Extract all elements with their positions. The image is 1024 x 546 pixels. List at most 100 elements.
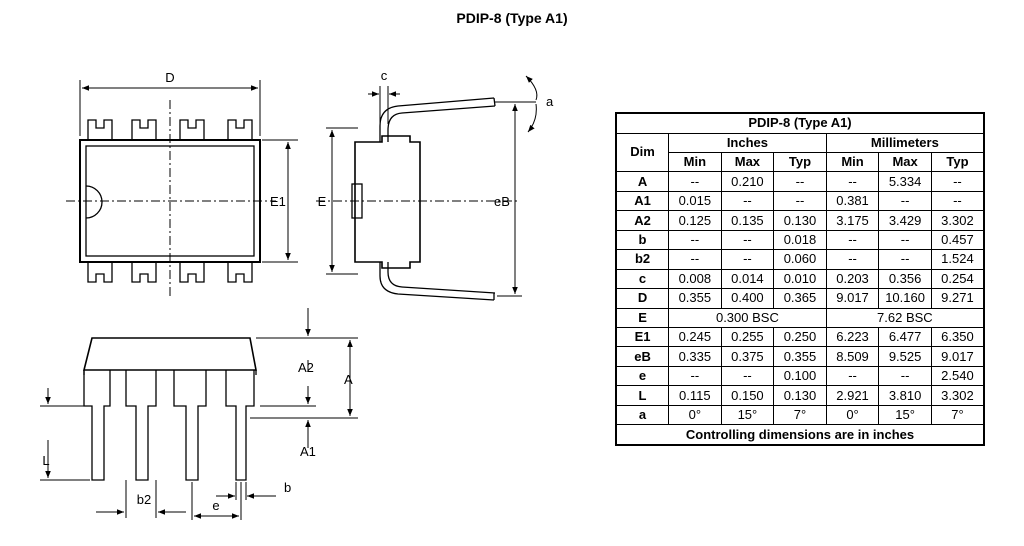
table-footer-row: Controlling dimensions are in inches — [615, 424, 985, 446]
label-D: D — [165, 70, 174, 85]
cell: 0.381 — [825, 190, 880, 212]
row-dim: c — [615, 268, 670, 290]
cell: 6.223 — [825, 327, 880, 348]
cell: 0.010 — [773, 268, 827, 290]
cell: 0.255 — [720, 327, 775, 348]
cell: -- — [720, 249, 775, 270]
cell: 0.008 — [668, 268, 722, 290]
table-row: c 0.008 0.014 0.010 0.203 0.356 0.254 — [615, 268, 985, 290]
cell: 6.350 — [930, 327, 985, 348]
dimension-table: PDIP-8 (Type A1) Dim Inches Millimeters … — [615, 112, 985, 446]
table-footer: Controlling dimensions are in inches — [615, 424, 985, 446]
cell: 0.365 — [773, 288, 827, 309]
row-dim: A2 — [615, 210, 670, 231]
cell: 0.130 — [773, 385, 827, 406]
label-A1: A1 — [300, 444, 316, 459]
cell: 9.525 — [878, 346, 932, 367]
cell: 0.457 — [930, 229, 985, 251]
row-dim: e — [615, 365, 670, 387]
cell: 0.254 — [930, 268, 985, 290]
table-title-row: PDIP-8 (Type A1) — [615, 112, 985, 134]
row-dim: a — [615, 404, 670, 426]
cell: -- — [668, 365, 722, 387]
cell: 7.62 BSC — [825, 307, 985, 329]
cell: -- — [825, 365, 880, 387]
cell: 0.018 — [773, 229, 827, 251]
cell: 0.115 — [668, 385, 722, 406]
cell: 0.210 — [720, 171, 775, 192]
cell: 0.375 — [720, 346, 775, 367]
cell: 0.356 — [878, 268, 932, 290]
cell: -- — [878, 249, 932, 270]
cell: -- — [930, 190, 985, 212]
cell: 0.300 BSC — [668, 307, 827, 329]
front-view — [40, 308, 358, 520]
cell: 6.477 — [878, 327, 932, 348]
cell: 0.400 — [720, 288, 775, 309]
table-row: E1 0.245 0.255 0.250 6.223 6.477 6.350 — [615, 327, 985, 348]
cell: 7° — [773, 404, 827, 426]
label-E1: E1 — [270, 194, 286, 209]
table-row: L 0.115 0.150 0.130 2.921 3.810 3.302 — [615, 385, 985, 406]
table-row: eB 0.335 0.375 0.355 8.509 9.525 9.017 — [615, 346, 985, 367]
cell: 15° — [720, 404, 775, 426]
cell: 3.302 — [930, 210, 985, 231]
cell: -- — [825, 249, 880, 270]
cell: 0.203 — [825, 268, 880, 290]
cell: 10.160 — [878, 288, 932, 309]
cell: -- — [668, 171, 722, 192]
cell: -- — [878, 229, 932, 251]
cell: 0.060 — [773, 249, 827, 270]
sub-header: Max — [720, 151, 775, 173]
cell: 0.135 — [720, 210, 775, 231]
cell: 0.100 — [773, 365, 827, 387]
cell: 0° — [825, 404, 880, 426]
sub-header: Max — [878, 151, 932, 173]
inches-header: Inches — [668, 132, 827, 153]
row-dim: A — [615, 171, 670, 192]
table-sub-header-row: Min Max Typ Min Max Typ — [616, 151, 985, 173]
cell: 0.150 — [720, 385, 775, 406]
cell: 9.271 — [930, 288, 985, 309]
cell: 0.015 — [668, 190, 722, 212]
table-row: a 0° 15° 7° 0° 15° 7° — [615, 404, 985, 426]
side-view — [316, 75, 538, 301]
table-row: E 0.300 BSC 7.62 BSC — [615, 307, 985, 329]
cell: -- — [825, 229, 880, 251]
cell: 9.017 — [930, 346, 985, 367]
sub-header: Typ — [773, 151, 827, 173]
cell: 5.334 — [878, 171, 932, 192]
table-row: A1 0.015 -- -- 0.381 -- -- — [615, 190, 985, 212]
label-e: e — [212, 498, 219, 513]
row-dim: b — [615, 229, 670, 251]
table-row: b2 -- -- 0.060 -- -- 1.524 — [615, 249, 985, 270]
table-row: A2 0.125 0.135 0.130 3.175 3.429 3.302 — [615, 210, 985, 231]
cell: -- — [720, 365, 775, 387]
dim-header: Dim — [615, 132, 670, 173]
cell: -- — [773, 171, 827, 192]
cell: 0° — [668, 404, 722, 426]
cell: 1.524 — [930, 249, 985, 270]
cell: 9.017 — [825, 288, 880, 309]
cell: -- — [668, 249, 722, 270]
cell: 0.335 — [668, 346, 722, 367]
cell: 0.250 — [773, 327, 827, 348]
label-A2: A2 — [298, 360, 314, 375]
table-group-header-row: Dim Inches Millimeters — [615, 132, 985, 173]
cell: -- — [668, 229, 722, 251]
top-view — [66, 80, 298, 298]
label-L: L — [42, 453, 49, 468]
cell: -- — [825, 171, 880, 192]
cell: -- — [773, 190, 827, 212]
table-row: b -- -- 0.018 -- -- 0.457 — [615, 229, 985, 251]
page-title: PDIP-8 (Type A1) — [456, 10, 568, 26]
cell: 0.245 — [668, 327, 722, 348]
sub-header: Min — [668, 151, 722, 173]
row-dim: D — [615, 288, 670, 309]
label-b: b — [284, 480, 291, 495]
cell: -- — [720, 229, 775, 251]
row-dim: E — [615, 307, 670, 329]
dimension-table-container: PDIP-8 (Type A1) Dim Inches Millimeters … — [615, 112, 985, 446]
label-b2: b2 — [137, 492, 151, 507]
